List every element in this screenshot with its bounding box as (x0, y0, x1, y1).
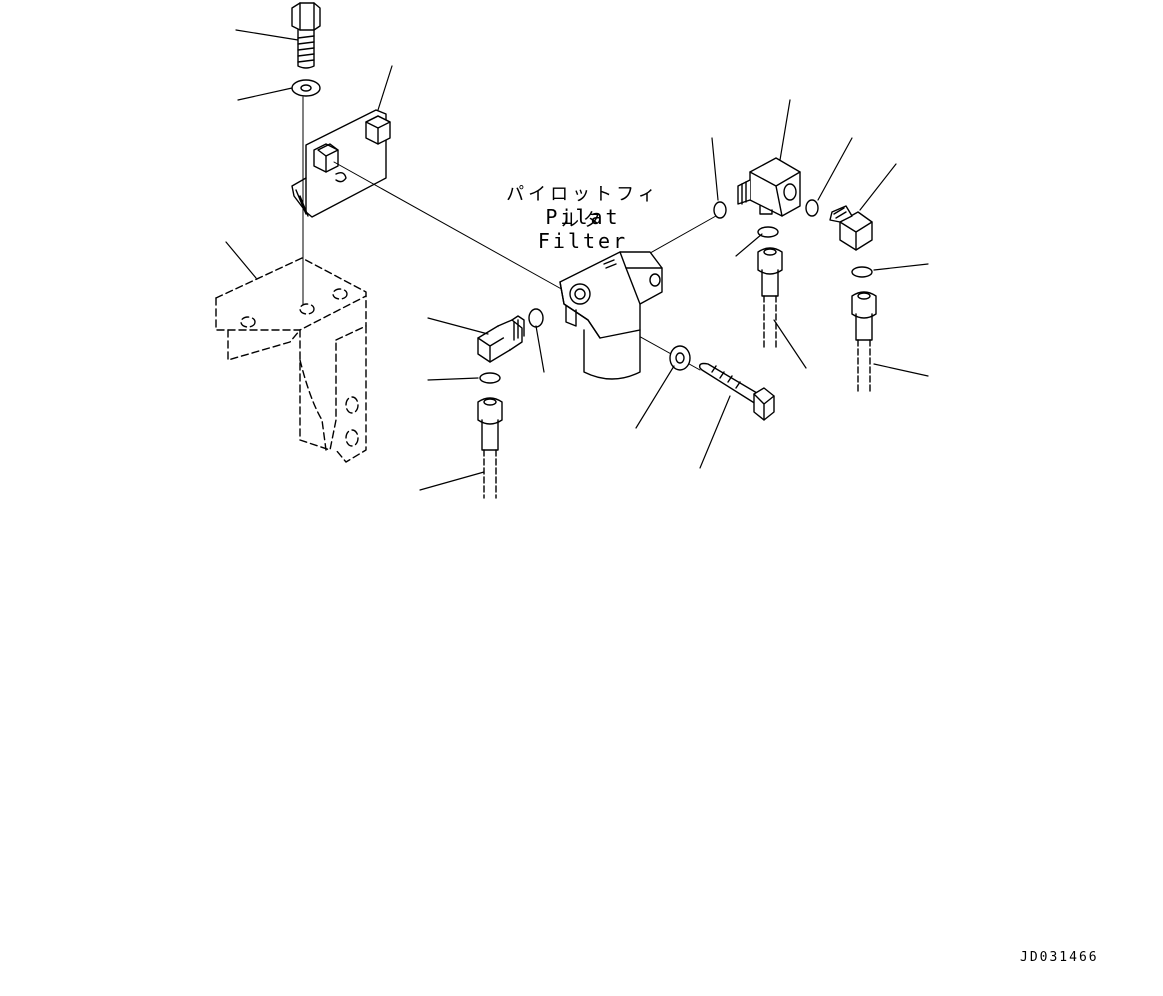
o-ring-hose-right (851, 266, 873, 278)
mount-bracket-dashed (215, 257, 367, 463)
bracket-plate (291, 109, 391, 218)
pilot-filter-label-english: Pilat Filter (537, 205, 629, 253)
pilot-filter-label-japanese: パイロットフィルタ (506, 184, 660, 231)
elbow-fitting-right (829, 205, 873, 251)
o-ring-upper-left (713, 201, 727, 219)
washer-top-left (291, 79, 321, 97)
o-ring-filter-left (528, 308, 544, 328)
hose-left (477, 397, 503, 499)
o-ring-hose-center (757, 226, 779, 238)
pilot-filter (559, 251, 663, 380)
o-ring-hose-left (479, 372, 501, 384)
bolt-top-left (291, 2, 321, 69)
axis-line-bracket-filter (333, 161, 575, 297)
hose-right (851, 291, 877, 393)
elbow-fitting-left (477, 315, 525, 363)
o-ring-upper-right (805, 199, 819, 217)
tee-fitting-upper (737, 157, 801, 217)
leader-lines (225, 29, 929, 491)
drawing-id: JD031466 (1020, 950, 1099, 965)
hose-center (757, 247, 783, 351)
bolt-filter (698, 362, 775, 421)
washer-filter-bottom (669, 345, 691, 371)
